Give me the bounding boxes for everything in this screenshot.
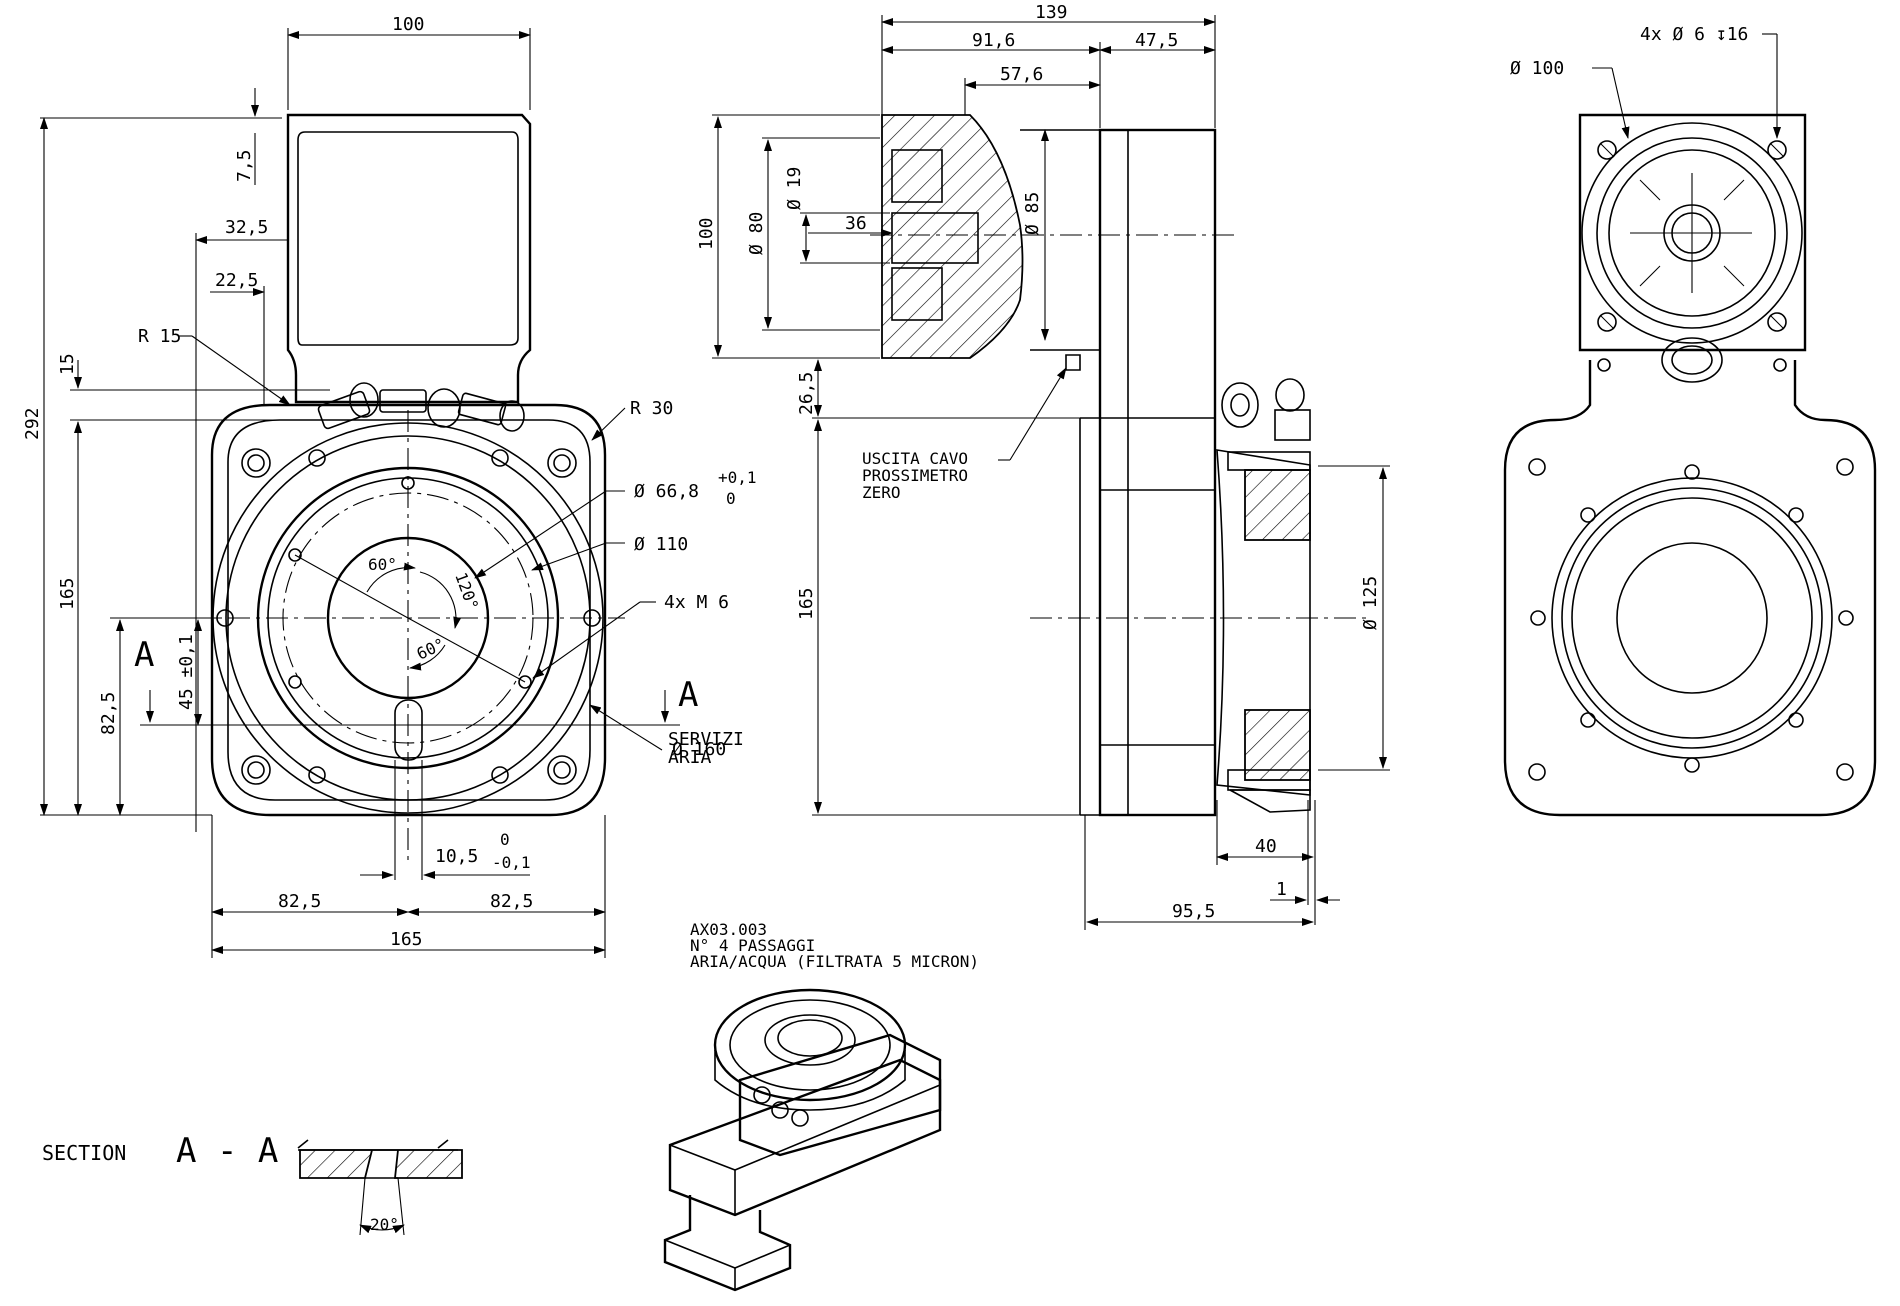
ref-code: AX03.003 [690,920,767,939]
rear-top-square [1578,113,1807,352]
callout-servizi: SERVIZI [668,729,744,750]
air-fittings [317,382,525,432]
cut-marker-left: A [134,635,154,675]
side-view: 139 91,6 47,5 57,6 100 Ø 80 Ø 19 36 Ø 85… [696,2,1390,930]
callout-r15: R 15 [138,326,181,347]
dim-neck: 15 [57,353,78,375]
dim-47: 47,5 [1135,30,1178,51]
callout-r30: R 30 [630,398,673,419]
note-fluid: ARIA/ACQUA (FILTRATA 5 MICRON) [690,952,979,971]
dim-offset-2: 22,5 [215,270,258,291]
front-upper-tab [286,113,532,404]
isometric-view [663,988,942,1292]
side-rotary-body [1216,449,1311,796]
dim-top-inset: 7,5 [234,149,255,182]
front-view: A A 100 7,5 32,5 22,5 292 15 165 82,5 45… [22,14,757,958]
dim-d125: Ø 125 [1360,576,1381,630]
side-section-hatch [881,114,1024,359]
callout-aria: ARIA [668,747,712,768]
side-plate-1 [1098,128,1217,817]
dim-d95: 95,5 [1172,901,1215,922]
callout-d160: Ø 160 [672,739,726,760]
dim-overall: 139 [1035,2,1068,23]
angle-60b: 60° [414,634,448,663]
callout-bore-tol-upper: +0,1 [718,468,757,487]
drawing-notes: AX03.003 N° 4 PASSAGGI ARIA/ACQUA (FILTR… [690,920,979,971]
section-id: A - A [176,1131,278,1171]
rear-holes: 4x Ø 6 ↧16 [1640,24,1748,45]
rear-body-outline [1503,360,1877,817]
dim-slot-tol-lower: -0,1 [492,853,531,872]
rear-view: Ø 100 4x Ø 6 ↧16 [1503,24,1877,817]
side-note-2: PROSSIMETRO [862,466,968,485]
side-note-3: ZERO [862,483,901,502]
dim-half-left: 82,5 [278,891,321,912]
dim-center-height: 82,5 [98,692,119,735]
rear-square-holes [1597,140,1787,332]
dim-91: 91,6 [972,30,1015,51]
dim-d85: Ø 85 [1022,192,1043,235]
section-a-a: SECTION A - A 20° [42,1131,463,1236]
corner-holes [241,448,577,785]
dim-h100: 100 [696,217,717,250]
callout-bore-tol-lower: 0 [726,489,736,508]
dim-d19: Ø 19 [784,167,805,210]
angle-60a: 60° [368,555,397,574]
dim-h165: 165 [796,587,817,620]
section-label: SECTION [42,1141,126,1165]
section-angle: 20° [370,1215,399,1234]
dim-d40: 40 [1255,836,1277,857]
dim-center-offset: 45 ±0,1 [176,634,197,710]
side-note-1: USCITA CAVO [862,449,968,468]
dim-d26: 26,5 [796,372,817,415]
dim-slot-tol-upper: 0 [500,830,510,849]
dim-d1: 1 [1276,879,1287,900]
dim-half-right: 82,5 [490,891,533,912]
dim-d36: 36 [845,213,867,234]
dim-offset-1: 32,5 [225,217,268,238]
callout-d110: Ø 110 [634,534,688,555]
callout-bore: Ø 66,8 [634,481,699,502]
dim-base-width: 165 [390,929,423,950]
note-passages: N° 4 PASSAGGI [690,936,815,955]
cut-marker-right: A [678,675,698,715]
dim-d80: Ø 80 [746,212,767,255]
rear-d100: Ø 100 [1510,58,1564,79]
dim-57: 57,6 [1000,64,1043,85]
dim-body-height: 165 [57,577,78,610]
dim-slot-width: 10,5 [435,846,478,867]
dim-total-height: 292 [22,407,43,440]
callout-holes: 4x M 6 [664,592,729,613]
dim-top-width: 100 [392,14,425,35]
rear-body-holes [1528,458,1854,781]
